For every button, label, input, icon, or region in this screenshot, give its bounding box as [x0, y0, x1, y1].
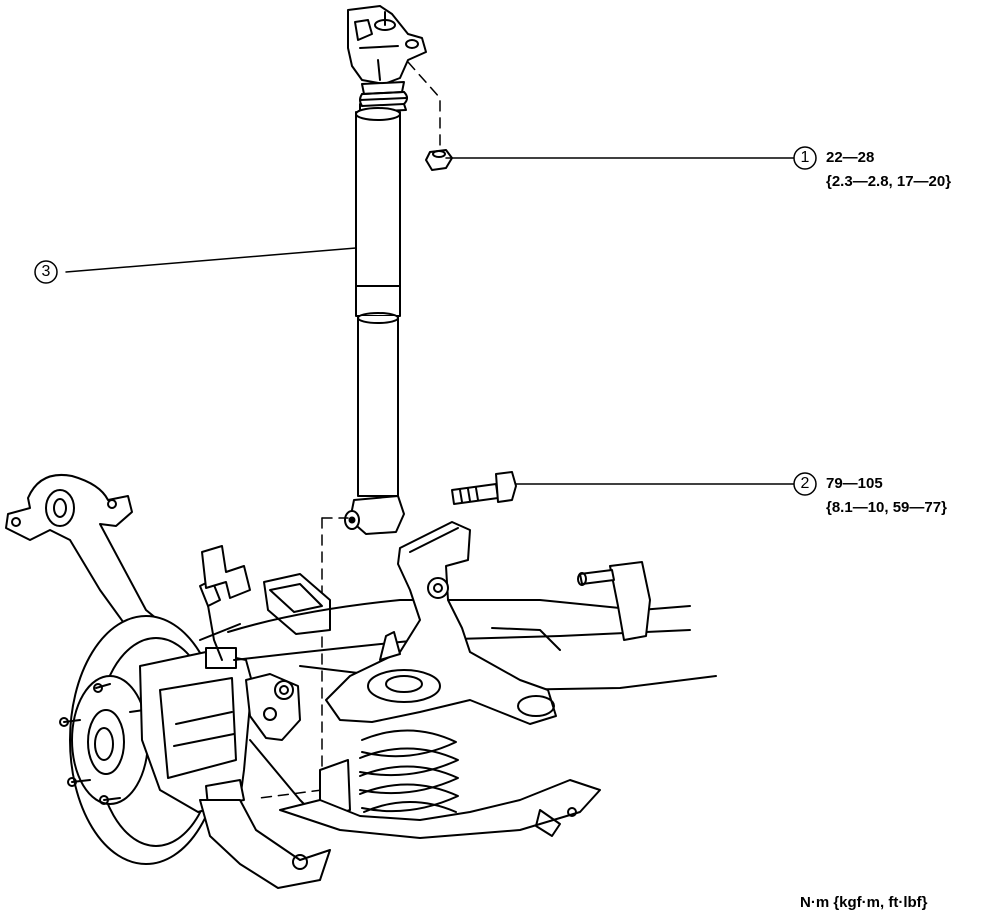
torque-spec-1-nm: 22—28: [826, 149, 875, 166]
callout-number-2: 2: [800, 475, 810, 492]
callout-circle-3: [34, 260, 58, 284]
shock-absorber-illustration: [344, 5, 427, 535]
callout-circle-2: [793, 472, 817, 496]
callout-number-3: 3: [41, 263, 51, 280]
callout-leader-3: [65, 247, 357, 273]
torque-spec-2-nm: 79—105: [826, 475, 883, 492]
torque-spec-1-alt: {2.3—2.8, 17—20}: [826, 173, 952, 190]
callout-circle-1: [793, 146, 817, 170]
callout-number-1: 1: [800, 149, 810, 166]
rear-suspension-assembly-illustration: [5, 474, 717, 889]
torque-spec-2-alt: {8.1—10, 59—77}: [826, 499, 947, 516]
units-note: N·m {kgf·m, ft·lbf}: [800, 894, 928, 911]
lower-mounting-bolt: [451, 471, 517, 505]
installation-guide-lines: [259, 61, 441, 799]
upper-mounting-nut: [425, 149, 453, 171]
